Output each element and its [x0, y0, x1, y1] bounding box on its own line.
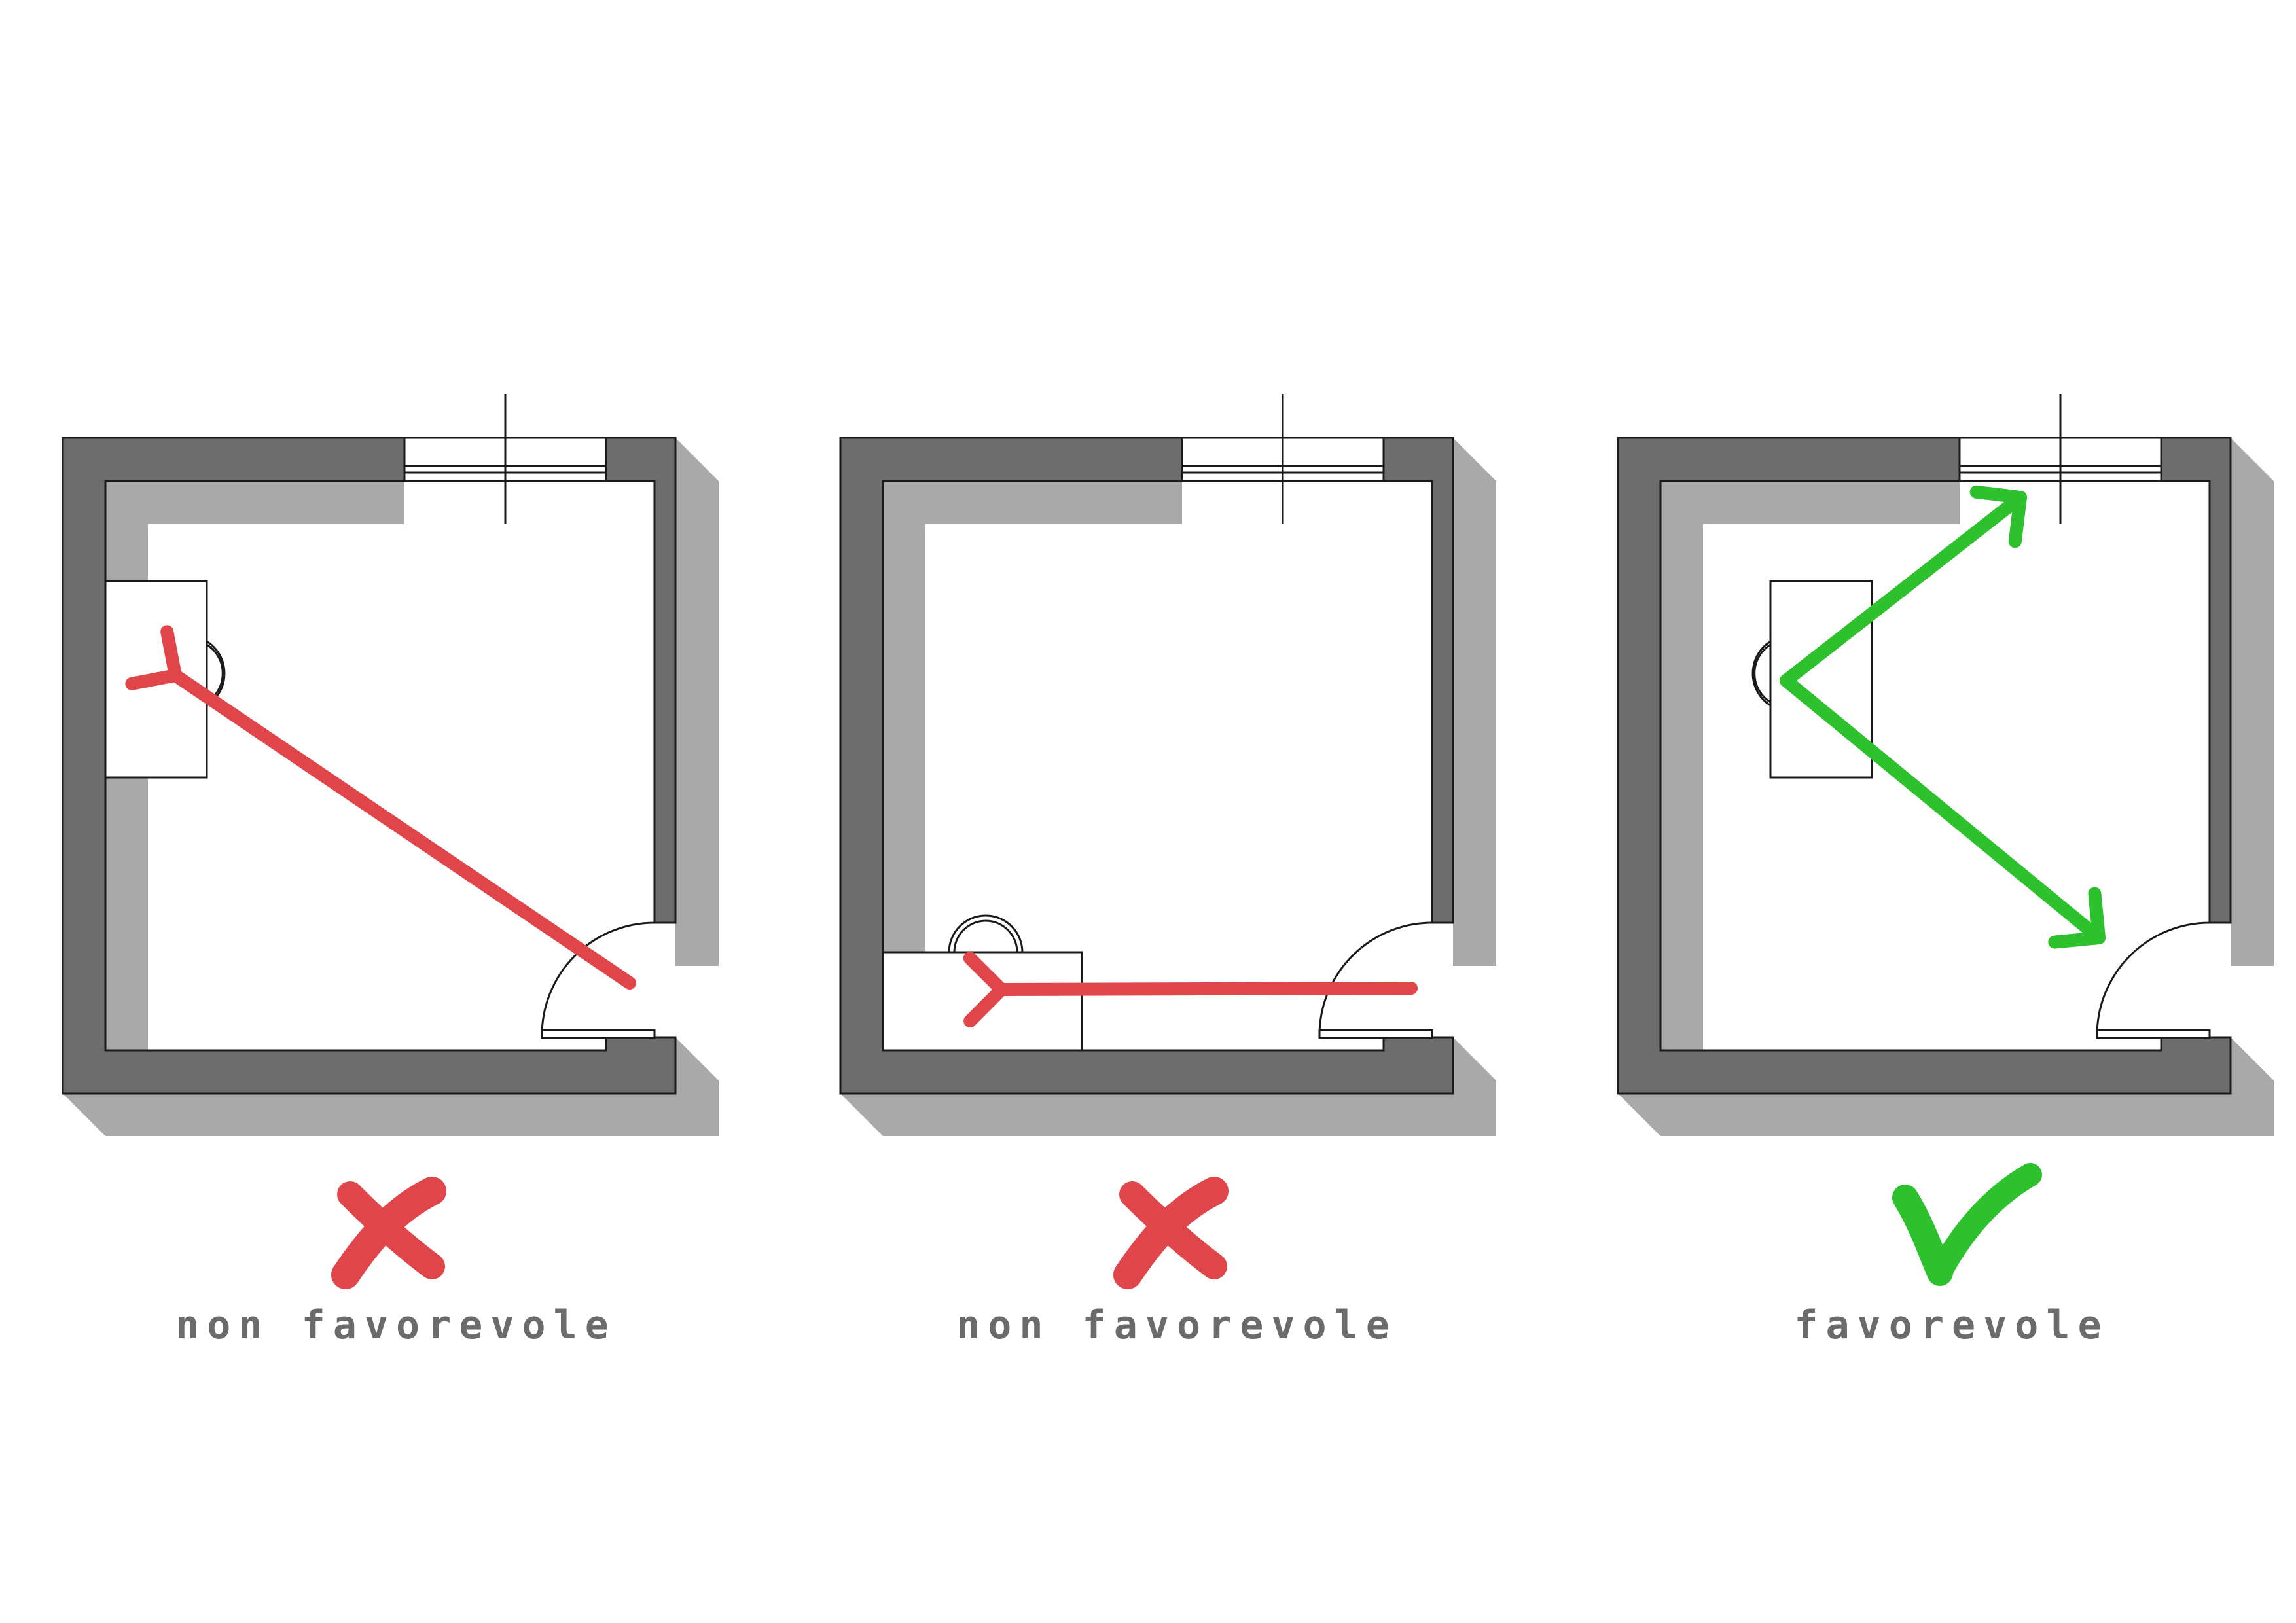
sight-arrow — [125, 625, 636, 990]
room-plan-desk-facing-wall — [62, 394, 719, 1289]
verdict-label: non favorevole — [175, 1302, 617, 1348]
room-plan-desk-back-to-door — [839, 394, 1496, 1289]
room-walls — [1617, 437, 2232, 1095]
door — [1318, 921, 1433, 1039]
verdict-label: favorevole — [1794, 1302, 2109, 1348]
door — [541, 921, 656, 1039]
cross-mark-icon — [331, 1177, 446, 1289]
sight-arrow — [963, 952, 1418, 1028]
window — [1181, 394, 1385, 524]
wall-shadow — [1618, 438, 2274, 1136]
sight-arrow-to-window — [1780, 485, 2027, 687]
door — [2096, 921, 2211, 1039]
window — [403, 394, 607, 524]
verdict-label: non favorevole — [956, 1302, 1397, 1348]
cross-mark-icon — [1113, 1177, 1229, 1289]
sight-arrow-to-door — [1780, 674, 2106, 949]
room-plan-desk-facing-door-and-window — [1617, 394, 2274, 1286]
desk-with-chair — [1751, 580, 1873, 779]
check-mark-icon — [1892, 1163, 2042, 1286]
desk-with-chair — [104, 580, 226, 779]
window — [1958, 394, 2162, 524]
